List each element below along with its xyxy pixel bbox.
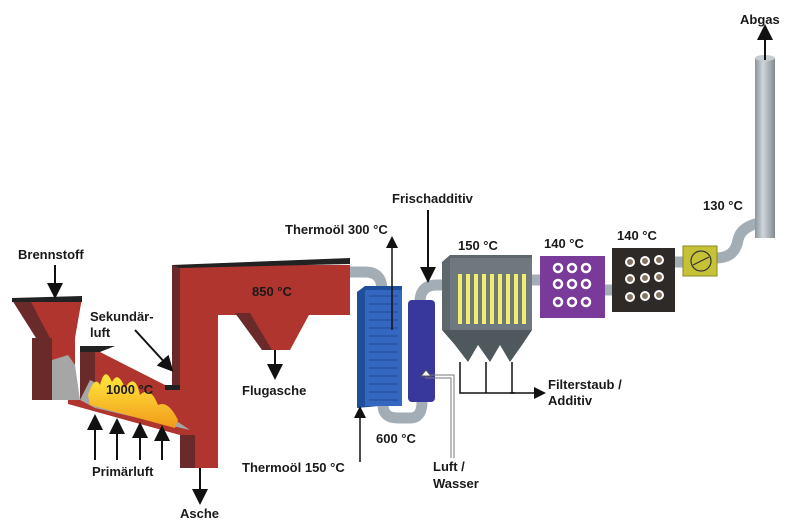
label-thermal-oil-in: Thermoöl 150 °C bbox=[242, 460, 345, 475]
label-fresh-additive: Frischadditiv bbox=[392, 191, 474, 206]
purification-module-2 bbox=[612, 248, 675, 312]
label-fuel: Brennstoff bbox=[18, 247, 84, 262]
label-exhaust: Abgas bbox=[740, 12, 780, 27]
label-air-water: Luft / bbox=[433, 459, 465, 474]
label-filter-dust-2: Additiv bbox=[548, 393, 593, 408]
label-temp-140b: 140 °C bbox=[617, 228, 658, 243]
label-filter-dust: Filterstaub / bbox=[548, 377, 622, 392]
air-water-line bbox=[419, 369, 455, 458]
label-temp-130: 130 °C bbox=[703, 198, 744, 213]
label-temp-duct: 850 °C bbox=[252, 284, 293, 299]
thermal-oil-heat-exchanger bbox=[357, 286, 402, 408]
furnace bbox=[68, 258, 350, 468]
fan-icon bbox=[682, 245, 718, 277]
chimney bbox=[755, 58, 775, 238]
bag-filter bbox=[442, 255, 546, 399]
label-temp-600: 600 °C bbox=[376, 431, 417, 446]
fuel-hopper bbox=[12, 296, 82, 400]
label-temp-furnace: 1000 °C bbox=[106, 382, 154, 397]
flames bbox=[88, 374, 178, 428]
label-temp-filter: 150 °C bbox=[458, 238, 499, 253]
purification-module-1 bbox=[540, 256, 605, 318]
label-thermal-oil-out: Thermoöl 300 °C bbox=[285, 222, 388, 237]
label-primary-air: Primärluft bbox=[92, 464, 154, 479]
label-fly-ash: Flugasche bbox=[242, 383, 306, 398]
label-air-water-2: Wasser bbox=[433, 476, 479, 491]
label-temp-140a: 140 °C bbox=[544, 236, 585, 251]
label-secondary-air: Sekundär- bbox=[90, 309, 154, 324]
flow-arrows bbox=[47, 24, 773, 505]
label-ash: Asche bbox=[180, 506, 219, 521]
conditioning-tower bbox=[408, 300, 435, 402]
label-secondary-air-2: luft bbox=[90, 325, 111, 340]
